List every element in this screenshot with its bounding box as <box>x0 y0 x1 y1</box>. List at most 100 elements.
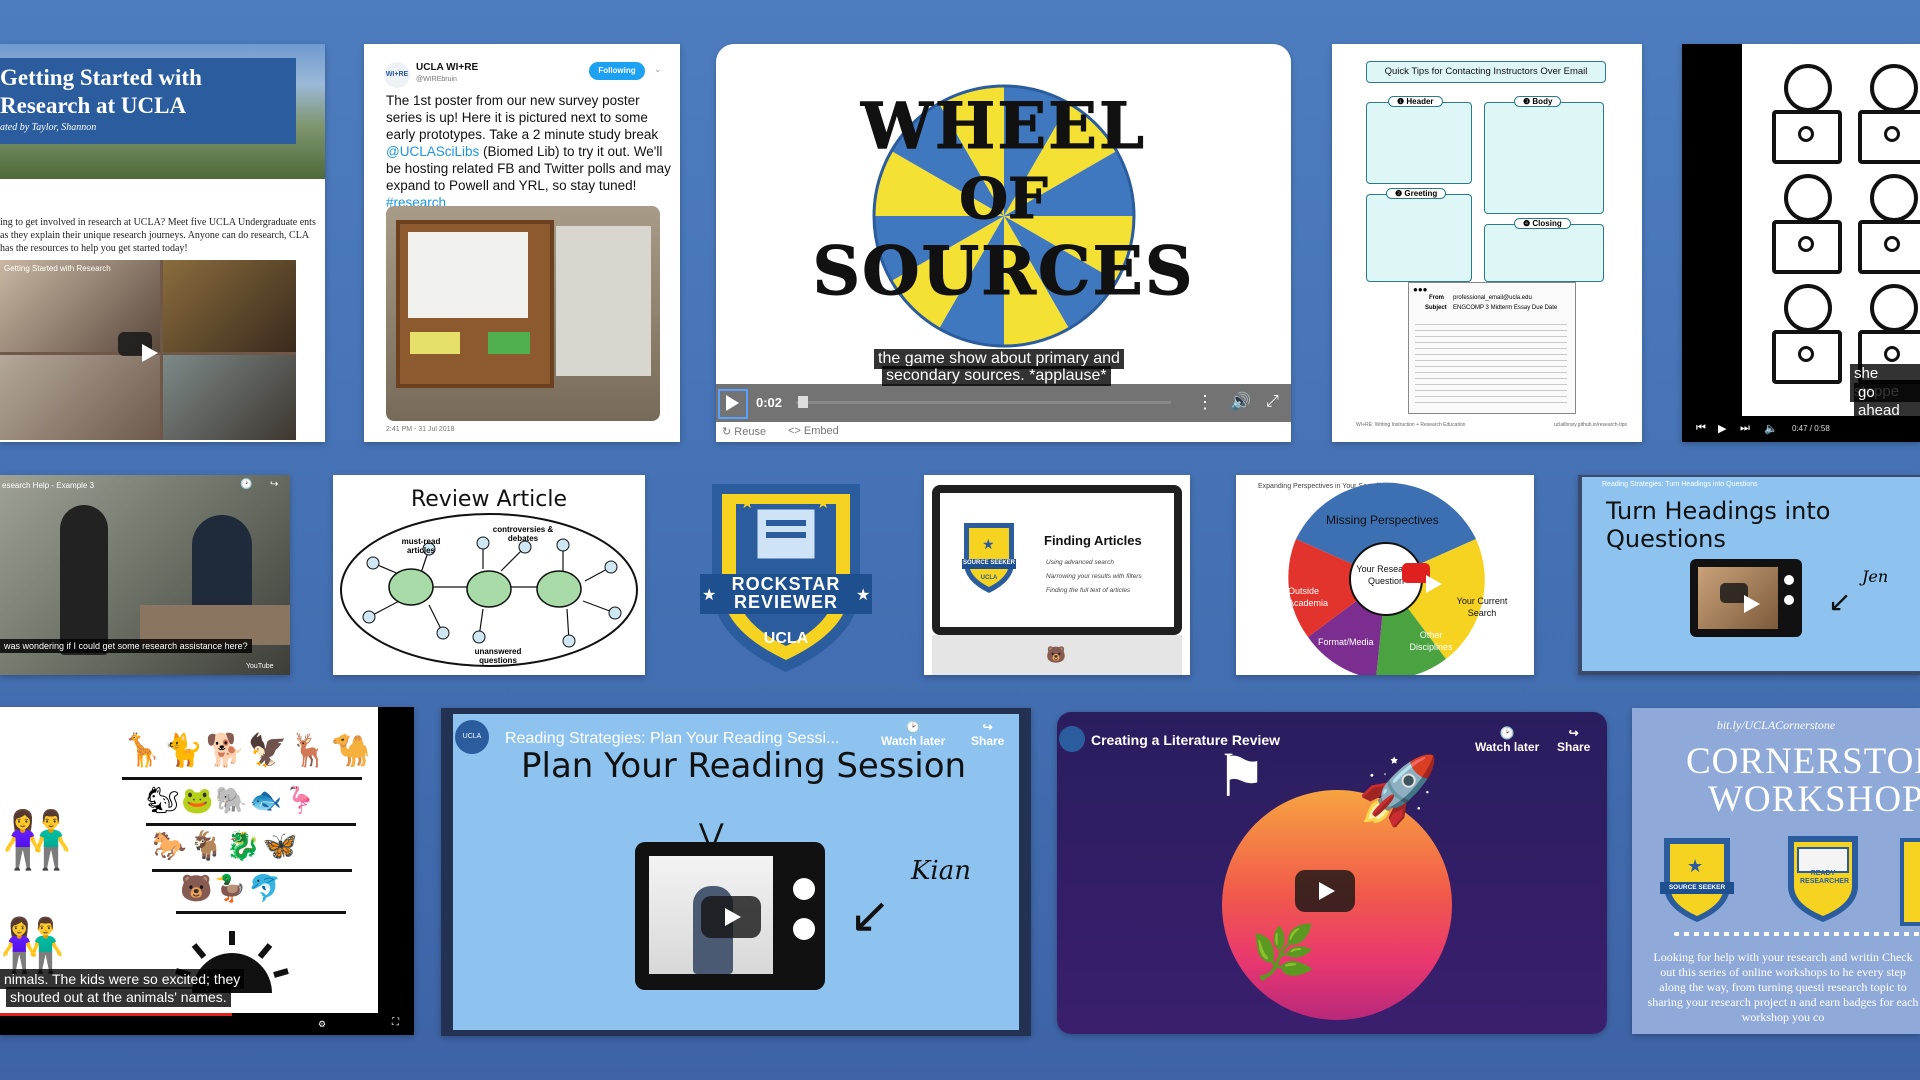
play-icon[interactable] <box>701 896 761 938</box>
person-laptop-icon <box>1766 284 1846 384</box>
play-icon[interactable] <box>1295 870 1355 912</box>
arrow-icon: ↙ <box>849 887 891 943</box>
bear-icon: 🐻 <box>1046 647 1066 664</box>
video-controls[interactable]: ⚙ ⛶ <box>0 1013 414 1035</box>
poster-photo[interactable] <box>386 206 660 421</box>
divider <box>176 911 346 914</box>
title-line1: CORNERSTON <box>1686 741 1920 782</box>
remote-people-tile[interactable]: she steppe go ahead ⏮ ▶ ⏭ 🔈 0:47 / 0:58 <box>1682 44 1920 442</box>
share-icon[interactable]: ↪ <box>270 479 279 490</box>
side-board <box>556 226 651 376</box>
tv-antenna: ⋁ <box>699 819 724 852</box>
student-figure <box>60 505 108 655</box>
review-article-tile[interactable]: Review Article must-read articles contro… <box>333 475 645 675</box>
play-icon[interactable] <box>1402 563 1442 593</box>
cornerstone-tile[interactable]: bit.ly/UCLACornerstone CORNERSTON WORKSH… <box>1632 708 1920 1034</box>
wheel-slices <box>872 84 1136 348</box>
volume-icon[interactable]: 🔊 <box>1230 392 1252 411</box>
person-laptop-icon <box>1766 174 1846 274</box>
badge-label: SOURCE SEEKER <box>1668 884 1726 891</box>
flag-icon: ⚑ <box>1215 744 1267 809</box>
channel-avatar: UCLA <box>455 720 489 754</box>
watch-later-icon[interactable]: 🕑 <box>240 479 253 490</box>
finding-articles-tile[interactable]: ★ SOURCE SEEKER UCLA Finding Articles Us… <box>924 475 1190 675</box>
share-button[interactable]: ↪Share <box>1557 726 1591 754</box>
skip-forward-icon[interactable]: ⏭ <box>1740 422 1750 434</box>
play-icon[interactable]: ▶ <box>1718 423 1727 435</box>
tweet-tile[interactable]: WI+RE UCLA WI+RE @WIREbruin Following ⌄ … <box>364 44 680 442</box>
video-title: Creating a Literature Review <box>1091 732 1281 748</box>
expanding-perspectives-tile[interactable]: Expanding Perspectives in Your Search Mi… <box>1236 475 1534 675</box>
closing-label: ❹ Closing <box>1514 218 1571 229</box>
research-help-tile[interactable]: esearch Help - Example 3 🕑 ↪ was wonderi… <box>0 475 290 675</box>
wheel-of-sources-tile[interactable]: WHEEL OF SOURCES the game show about pri… <box>716 44 1291 442</box>
video-controls[interactable]: ⏮ ▶ ⏭ 🔈 0:47 / 0:58 <box>1682 418 1920 442</box>
settings-icon[interactable]: ⚙ <box>318 1019 327 1029</box>
svg-text:★: ★ <box>856 585 870 604</box>
sticky-notes <box>410 332 460 354</box>
video-frame <box>0 707 378 1013</box>
email-mockup: ●●● From professional_email@ucla.edu Sub… <box>1408 282 1576 414</box>
following-button[interactable]: Following <box>589 62 645 80</box>
watch-later-button[interactable]: 🕑Watch later <box>1475 726 1540 754</box>
label-top: Missing Perspectives <box>1326 513 1439 527</box>
animals-tile[interactable]: 👫 👫 🦒🐈🐕🦅🦌🐪 🐿🐸🐘🐟🦩 🐎🐐🐉🦋 🐻🦆🐬 nimals. The ki… <box>0 707 414 1035</box>
title-banner <box>0 58 296 144</box>
rocket-icon: 🚀 <box>1357 753 1440 827</box>
play-button[interactable] <box>718 389 748 419</box>
skip-back-icon[interactable]: ⏮ <box>1696 422 1706 434</box>
mind-map <box>340 513 638 667</box>
progress-bar[interactable] <box>0 1013 232 1016</box>
email-tips-tile[interactable]: Quick Tips for Contacting Instructors Ov… <box>1332 44 1642 442</box>
more-icon[interactable]: ⋮ <box>1196 392 1214 412</box>
bulletin-board <box>396 220 554 388</box>
fullscreen-icon[interactable]: ⛶ <box>392 1017 399 1028</box>
email-body-lines <box>1415 319 1567 405</box>
turn-headings-tile[interactable]: Reading Strategies: Turn Headings into Q… <box>1578 475 1920 675</box>
scrub-bar[interactable] <box>796 401 1171 404</box>
dotted-divider <box>1674 932 1920 936</box>
watch-later-button[interactable]: 🕑Watch later <box>881 720 946 748</box>
getting-started-tile[interactable]: Getting Started with Research at UCLA at… <box>0 44 325 442</box>
body-section <box>1484 102 1604 214</box>
wheel-slice <box>874 151 1004 216</box>
caption-line2: go ahead <box>1854 383 1920 421</box>
rockstar-reviewer-badge[interactable]: ★ ★ ★ ★ ROCKSTAR REVIEWER UCLA <box>692 478 880 674</box>
video-player[interactable]: Getting Started with Research <box>0 260 296 440</box>
bullet-3: Finding the full text of articles <box>1046 587 1131 594</box>
embed-link[interactable]: <> Embed <box>788 425 839 437</box>
label-bottom-left: Format/Media <box>1318 637 1374 647</box>
title-line2: WORKSHOPS <box>1708 779 1920 820</box>
wheel-slice <box>891 216 1004 329</box>
play-icon[interactable] <box>1720 583 1760 613</box>
plan-reading-tile[interactable]: UCLA Reading Strategies: Plan Your Readi… <box>441 708 1031 1036</box>
twitter-avatar: WI+RE <box>384 62 410 88</box>
play-icon[interactable] <box>118 332 158 362</box>
mention-link[interactable]: @UCLASciLibs <box>386 144 480 159</box>
video-cell <box>163 260 296 352</box>
person-laptop-icon <box>1852 174 1920 274</box>
workshop-description: Looking for help with your research and … <box>1647 950 1919 1024</box>
watch-later-label: Watch later <box>881 734 946 748</box>
volume-icon[interactable]: 🔈 <box>1764 423 1778 435</box>
literature-review-tile[interactable]: Creating a Literature Review 🕑Watch late… <box>1057 712 1607 1034</box>
svg-text:★: ★ <box>702 585 716 604</box>
tips-title: Quick Tips for Contacting Instructors Ov… <box>1366 61 1606 83</box>
scrub-handle[interactable] <box>798 396 808 408</box>
animal-row-4: 🐻🦆🐬 <box>180 873 284 903</box>
slide-title: Plan Your Reading Session <box>521 746 967 786</box>
reuse-link[interactable]: ↻ Reuse <box>722 426 767 438</box>
body-label: ❸ Body <box>1514 96 1562 107</box>
chevron-down-icon[interactable]: ⌄ <box>654 64 662 74</box>
branch-icon: 🌿 <box>1251 924 1316 982</box>
fullscreen-icon[interactable]: ⤢ <box>1266 393 1279 410</box>
wheel-title-line1: WHEEL <box>861 89 1146 165</box>
video-title: Getting Started with Research <box>4 264 111 273</box>
youtube-logo[interactable]: YouTube <box>246 663 274 670</box>
video-title: Expanding Perspectives in Your Search <box>1258 483 1381 490</box>
share-button[interactable]: ↪Share <box>971 720 1005 748</box>
video-title: esearch Help - Example 3 <box>2 481 95 490</box>
video-title: Reading Strategies: Turn Headings into Q… <box>1602 481 1758 488</box>
player-controls[interactable]: 0:02 ⋮ 🔊 ⤢ <box>716 384 1291 422</box>
watch-later-label: Watch later <box>1475 740 1540 754</box>
